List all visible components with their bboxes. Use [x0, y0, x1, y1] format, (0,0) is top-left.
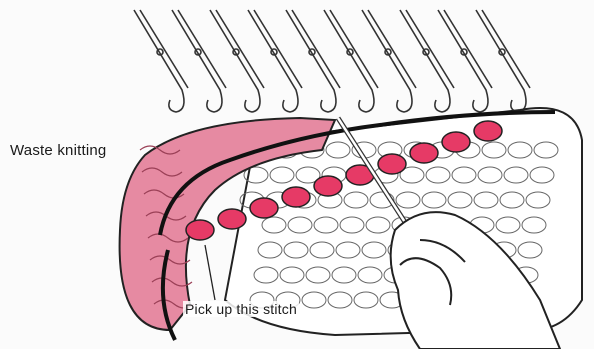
machine-needle-icon [400, 10, 454, 112]
live-stitch [378, 154, 406, 174]
machine-needle-icon [438, 10, 492, 112]
waste-knitting-label: Waste knitting [10, 142, 106, 159]
machine-needle-icon [172, 10, 226, 112]
live-stitch [186, 220, 214, 240]
live-stitch [250, 198, 278, 218]
machine-needle-icon [362, 10, 416, 112]
live-stitch [282, 187, 310, 207]
live-stitch [442, 132, 470, 152]
machine-needles [134, 10, 530, 112]
machine-needle-icon [476, 10, 530, 112]
machine-needle-icon [134, 10, 188, 112]
live-stitch [474, 121, 502, 141]
live-stitch [314, 176, 342, 196]
live-stitch [410, 143, 438, 163]
pick-up-stitch-label: Pick up this stitch [183, 301, 299, 317]
live-stitch [218, 209, 246, 229]
machine-needle-icon [286, 10, 340, 112]
machine-needle-icon [324, 10, 378, 112]
machine-needle-icon [210, 10, 264, 112]
machine-needle-icon [248, 10, 302, 112]
pick-up-pointer [205, 245, 215, 300]
